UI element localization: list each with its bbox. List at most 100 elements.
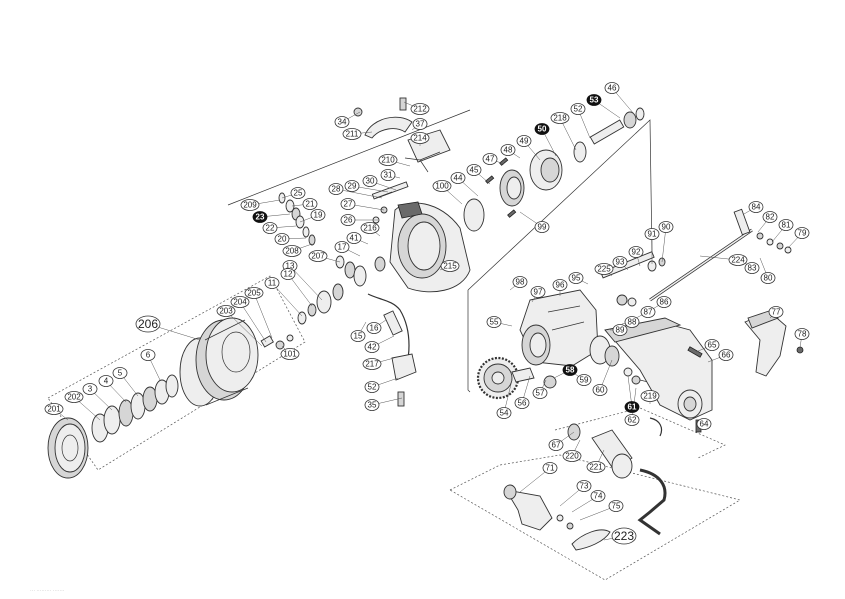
- part-label-73: 73: [576, 480, 592, 492]
- part-number: 98: [516, 278, 525, 287]
- part-number: 66: [722, 351, 731, 360]
- part-label-35: 35: [364, 399, 380, 411]
- part-label-206: 206: [135, 315, 161, 333]
- part-number: 88: [628, 318, 637, 327]
- pinion-group-part: [463, 107, 645, 232]
- gear-group-bracket-left: [467, 290, 471, 393]
- bail-wire-part: [367, 293, 417, 407]
- part-number: 46: [608, 84, 617, 93]
- part-number: 215: [443, 262, 457, 271]
- part-number: 201: [47, 405, 61, 414]
- part-label-71: 71: [542, 462, 558, 474]
- part-label-204: 204: [230, 296, 250, 308]
- leader-line: [271, 282, 303, 317]
- part-number: 89: [616, 326, 625, 335]
- part-label-205: 205: [244, 287, 264, 299]
- part-label-79: 79: [794, 227, 810, 239]
- part-label-97: 97: [530, 286, 546, 298]
- part-number: 223: [614, 529, 634, 543]
- drag-knob-part: [47, 417, 89, 479]
- part-label-45: 45: [466, 164, 482, 176]
- leader-line: [287, 273, 313, 307]
- part-label-16: 16: [366, 322, 382, 334]
- part-number: 37: [416, 120, 425, 129]
- part-number: 91: [648, 230, 657, 239]
- part-number: 61: [628, 403, 637, 412]
- part-number: 30: [366, 177, 375, 186]
- part-number: 15: [354, 332, 363, 341]
- leader-line: [239, 301, 267, 343]
- part-number: 62: [628, 416, 637, 425]
- part-number: 214: [413, 134, 427, 143]
- part-label-101: 101: [280, 348, 300, 360]
- part-label-83: 83: [744, 262, 760, 274]
- part-number: 27: [344, 200, 353, 209]
- part-label-81: 81: [778, 219, 794, 231]
- part-number: 205: [247, 289, 261, 298]
- part-label-208: 208: [282, 245, 302, 257]
- part-number: 6: [146, 351, 151, 360]
- part-number: 53: [590, 96, 599, 105]
- main-shaft-part: [649, 208, 792, 302]
- part-number: 80: [764, 274, 773, 283]
- part-label-217: 217: [362, 358, 382, 370]
- part-label-50: 50: [534, 123, 550, 135]
- part-number: 21: [306, 200, 315, 209]
- part-number: 19: [314, 211, 323, 220]
- part-label-15: 15: [350, 330, 366, 342]
- part-number: 41: [350, 234, 359, 243]
- part-number: 101: [283, 350, 297, 359]
- handle-knob-part: [567, 423, 633, 479]
- part-number: 224: [731, 256, 745, 265]
- part-label-44: 44: [450, 172, 466, 184]
- part-number: 52: [368, 383, 377, 392]
- part-number: 92: [632, 248, 641, 257]
- part-label-207: 207: [308, 250, 328, 262]
- part-number: 93: [616, 258, 625, 267]
- part-label-75: 75: [608, 500, 624, 512]
- part-number: 99: [538, 223, 547, 232]
- part-number: 77: [772, 308, 781, 317]
- leader-line: [225, 310, 263, 347]
- part-label-212: 212: [410, 103, 430, 115]
- rotor-small-parts: [278, 192, 386, 325]
- part-label-4: 4: [98, 375, 114, 387]
- spool-part: [179, 317, 259, 407]
- main-gear-part: [476, 356, 520, 400]
- rotor-part: [389, 201, 471, 293]
- part-number: 206: [138, 317, 158, 331]
- part-number: 97: [534, 288, 543, 297]
- part-number: 65: [708, 341, 717, 350]
- part-number: 12: [284, 270, 293, 279]
- right-housing-part: [604, 317, 713, 433]
- side-cover-part: [744, 309, 804, 377]
- part-number: 16: [370, 324, 379, 333]
- part-number: 71: [546, 464, 555, 473]
- part-label-77: 77: [768, 306, 784, 318]
- part-number: 95: [572, 274, 581, 283]
- part-number: 79: [798, 229, 807, 238]
- spool-small-parts: [260, 334, 294, 350]
- part-number: 3: [88, 385, 93, 394]
- part-number: 5: [118, 369, 123, 378]
- part-number: 17: [338, 243, 347, 252]
- part-label-31: 31: [380, 169, 396, 181]
- part-label-215: 215: [440, 260, 460, 272]
- part-number: 82: [766, 213, 775, 222]
- part-number: 75: [612, 502, 621, 511]
- part-label-11: 11: [264, 277, 280, 289]
- part-label-216: 216: [360, 222, 380, 234]
- part-number: 220: [565, 452, 579, 461]
- part-label-89: 89: [612, 324, 628, 336]
- part-label-82: 82: [762, 211, 778, 223]
- part-label-55: 55: [486, 316, 502, 328]
- part-label-96: 96: [552, 279, 568, 291]
- footer-text: ··· ········· ·······: [30, 588, 65, 594]
- part-label-86: 86: [656, 296, 672, 308]
- part-number: 35: [368, 401, 377, 410]
- part-label-99: 99: [534, 221, 550, 233]
- part-number: 210: [381, 156, 395, 165]
- part-label-49: 49: [516, 135, 532, 147]
